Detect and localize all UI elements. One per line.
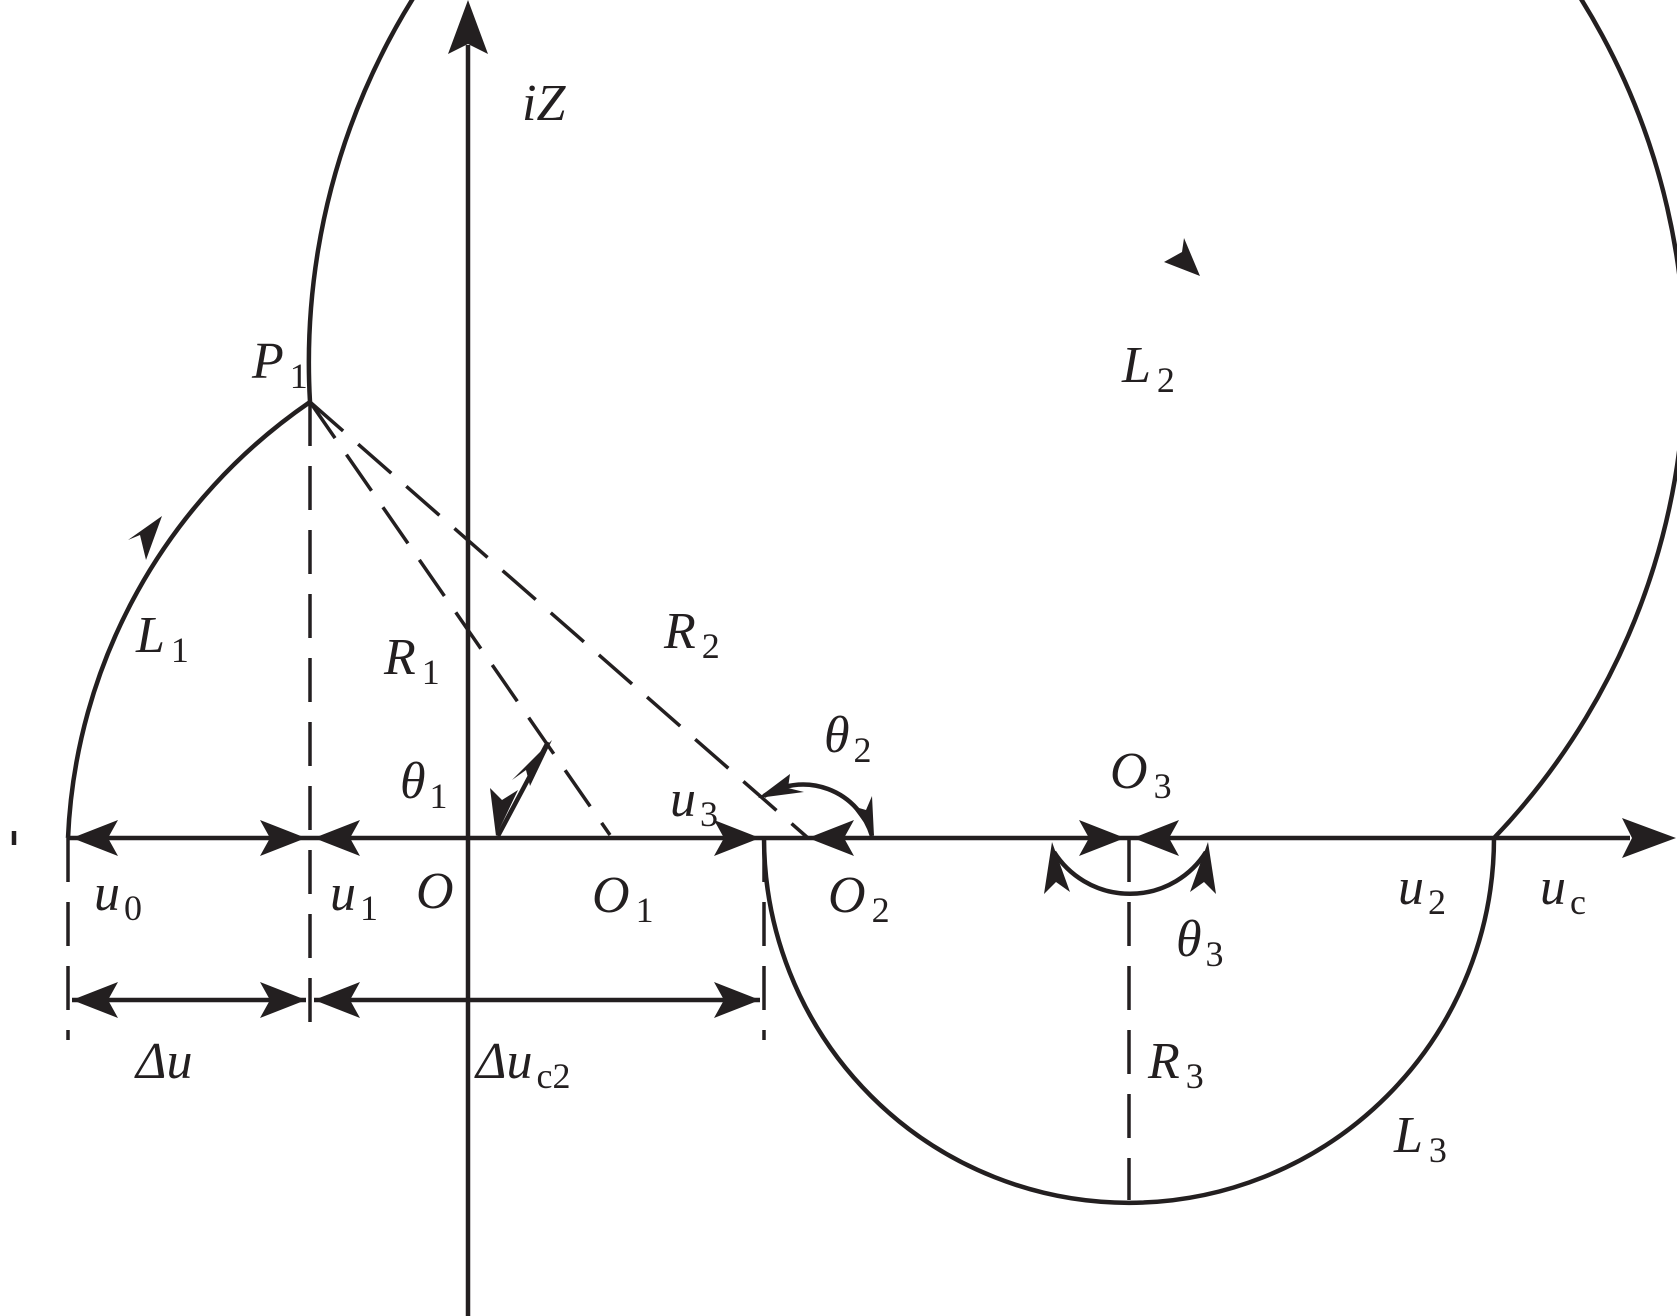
delta-uc2-right-arrowhead <box>714 982 760 1018</box>
theta2-arrowhead-right <box>852 796 874 836</box>
O2-left-arrowhead <box>808 820 854 856</box>
label-delta-u: Δu <box>134 1033 193 1090</box>
axes <box>11 0 1676 1316</box>
vertical-axis-arrowhead <box>448 0 488 54</box>
delta-uc2-left-arrowhead <box>314 982 360 1018</box>
dimension-arrows <box>72 820 1179 1018</box>
arc-L2 <box>306 0 1677 840</box>
u0-left-arrowhead <box>72 820 118 856</box>
trajectory <box>65 0 1677 1206</box>
delta-u-left-arrowhead <box>72 982 118 1018</box>
radius-R2 <box>308 400 810 840</box>
arc-L3 <box>761 837 1497 1206</box>
theta3-arrowhead-right <box>1190 842 1216 894</box>
angle-markers <box>490 740 1216 896</box>
O3-left-arrowhead <box>1079 820 1125 856</box>
theta1-arrowhead-top <box>512 740 552 786</box>
direction-arrow-L2 <box>1164 238 1200 276</box>
delta-u-right-arrowhead <box>260 982 306 1018</box>
arc-L1 <box>65 400 312 839</box>
theta1-arrowhead-bottom <box>490 788 518 836</box>
label-iZ: iZ <box>522 75 566 132</box>
radii <box>66 400 1131 1200</box>
radius-R1 <box>308 401 612 836</box>
O3-right-arrowhead <box>1133 820 1179 856</box>
direction-arrow-L1 <box>128 516 162 560</box>
u0-right-arrowhead <box>260 820 306 856</box>
theta3-arrowhead-left <box>1044 842 1070 894</box>
theta2-arrowhead-left <box>758 774 804 798</box>
horizontal-axis-arrowhead <box>1622 818 1676 858</box>
u1-right-arrowhead <box>314 820 360 856</box>
angle-arc-theta3 <box>1052 850 1208 896</box>
u3-left-arrowhead <box>714 820 760 856</box>
label-O: O <box>416 863 454 920</box>
